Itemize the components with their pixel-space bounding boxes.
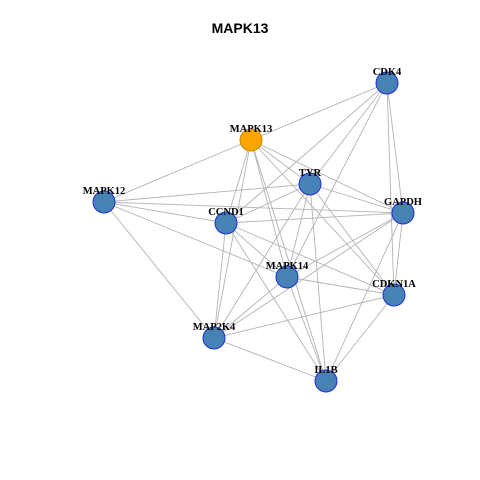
edge-tyr-gapdh [309,183,404,214]
edge-mapk14-map2k4 [213,276,288,339]
node-label-il1b: IL1B [314,365,337,376]
node-label-cdk4: CDK4 [373,67,402,78]
edge-gapdh-il1b [325,212,404,382]
node-gapdh[interactable] [391,201,415,225]
edge-mapk14-il1b [286,276,327,382]
edge-mapk12-ccnd1 [103,201,227,224]
node-label-mapk13: MAPK13 [230,124,273,135]
edge-mapk12-tyr [103,183,311,203]
node-il1b[interactable] [314,369,338,393]
node-mapk14[interactable] [275,265,299,289]
node-tyr[interactable] [298,172,322,196]
edge-mapk12-map2k4 [103,201,215,339]
edge-cdk4-cdkn1a [386,82,395,296]
edge-mapk13-gapdh [250,139,404,214]
edge-mapk13-mapk12 [103,139,252,203]
edge-ccnd1-map2k4 [213,222,227,339]
edge-cdkn1a-il1b [325,294,395,382]
edge-cdk4-tyr [309,82,388,185]
edge-mapk13-map2k4 [213,139,252,339]
edge-mapk12-gapdh [103,201,404,214]
node-label-tyr: TYR [299,168,322,179]
edge-map2k4-il1b [213,337,327,382]
node-cdkn1a[interactable] [382,283,406,307]
node-mapk12[interactable] [92,190,116,214]
node-label-map2k4: MAP2K4 [193,322,236,333]
nodes-layer [92,71,415,393]
edge-mapk13-il1b [250,139,327,382]
edge-cdk4-ccnd1 [225,82,388,224]
node-mapk13[interactable] [239,128,263,152]
node-label-mapk12: MAPK12 [83,186,126,197]
node-ccnd1[interactable] [214,211,238,235]
edge-cdkn1a-map2k4 [213,294,395,339]
edge-mapk12-mapk14 [103,201,288,278]
node-label-ccnd1: CCND1 [208,207,244,218]
edge-tyr-cdkn1a [309,183,395,296]
edges-layer [103,82,404,382]
edge-ccnd1-cdkn1a [225,222,395,296]
edge-ccnd1-gapdh [225,212,404,224]
edge-tyr-mapk14 [286,183,311,278]
node-label-cdkn1a: CDKN1A [372,279,416,290]
node-label-mapk14: MAPK14 [266,261,309,272]
edge-tyr-ccnd1 [225,183,311,224]
edge-gapdh-map2k4 [213,212,404,339]
edge-mapk13-ccnd1 [225,139,252,224]
edge-mapk14-cdkn1a [286,276,395,296]
edge-ccnd1-il1b [225,222,327,382]
node-map2k4[interactable] [202,326,226,350]
edge-gapdh-mapk14 [286,212,404,278]
edge-mapk13-cdk4 [250,82,388,141]
edge-gapdh-cdkn1a [393,212,404,296]
edge-cdk4-mapk14 [286,82,388,278]
edge-cdk4-gapdh [386,82,404,214]
node-label-gapdh: GAPDH [384,197,422,208]
node-cdk4[interactable] [375,71,399,95]
chart-title: MAPK13 [211,20,269,36]
edge-mapk13-tyr [250,139,311,185]
edge-ccnd1-mapk14 [225,222,288,278]
edge-tyr-map2k4 [213,183,311,339]
